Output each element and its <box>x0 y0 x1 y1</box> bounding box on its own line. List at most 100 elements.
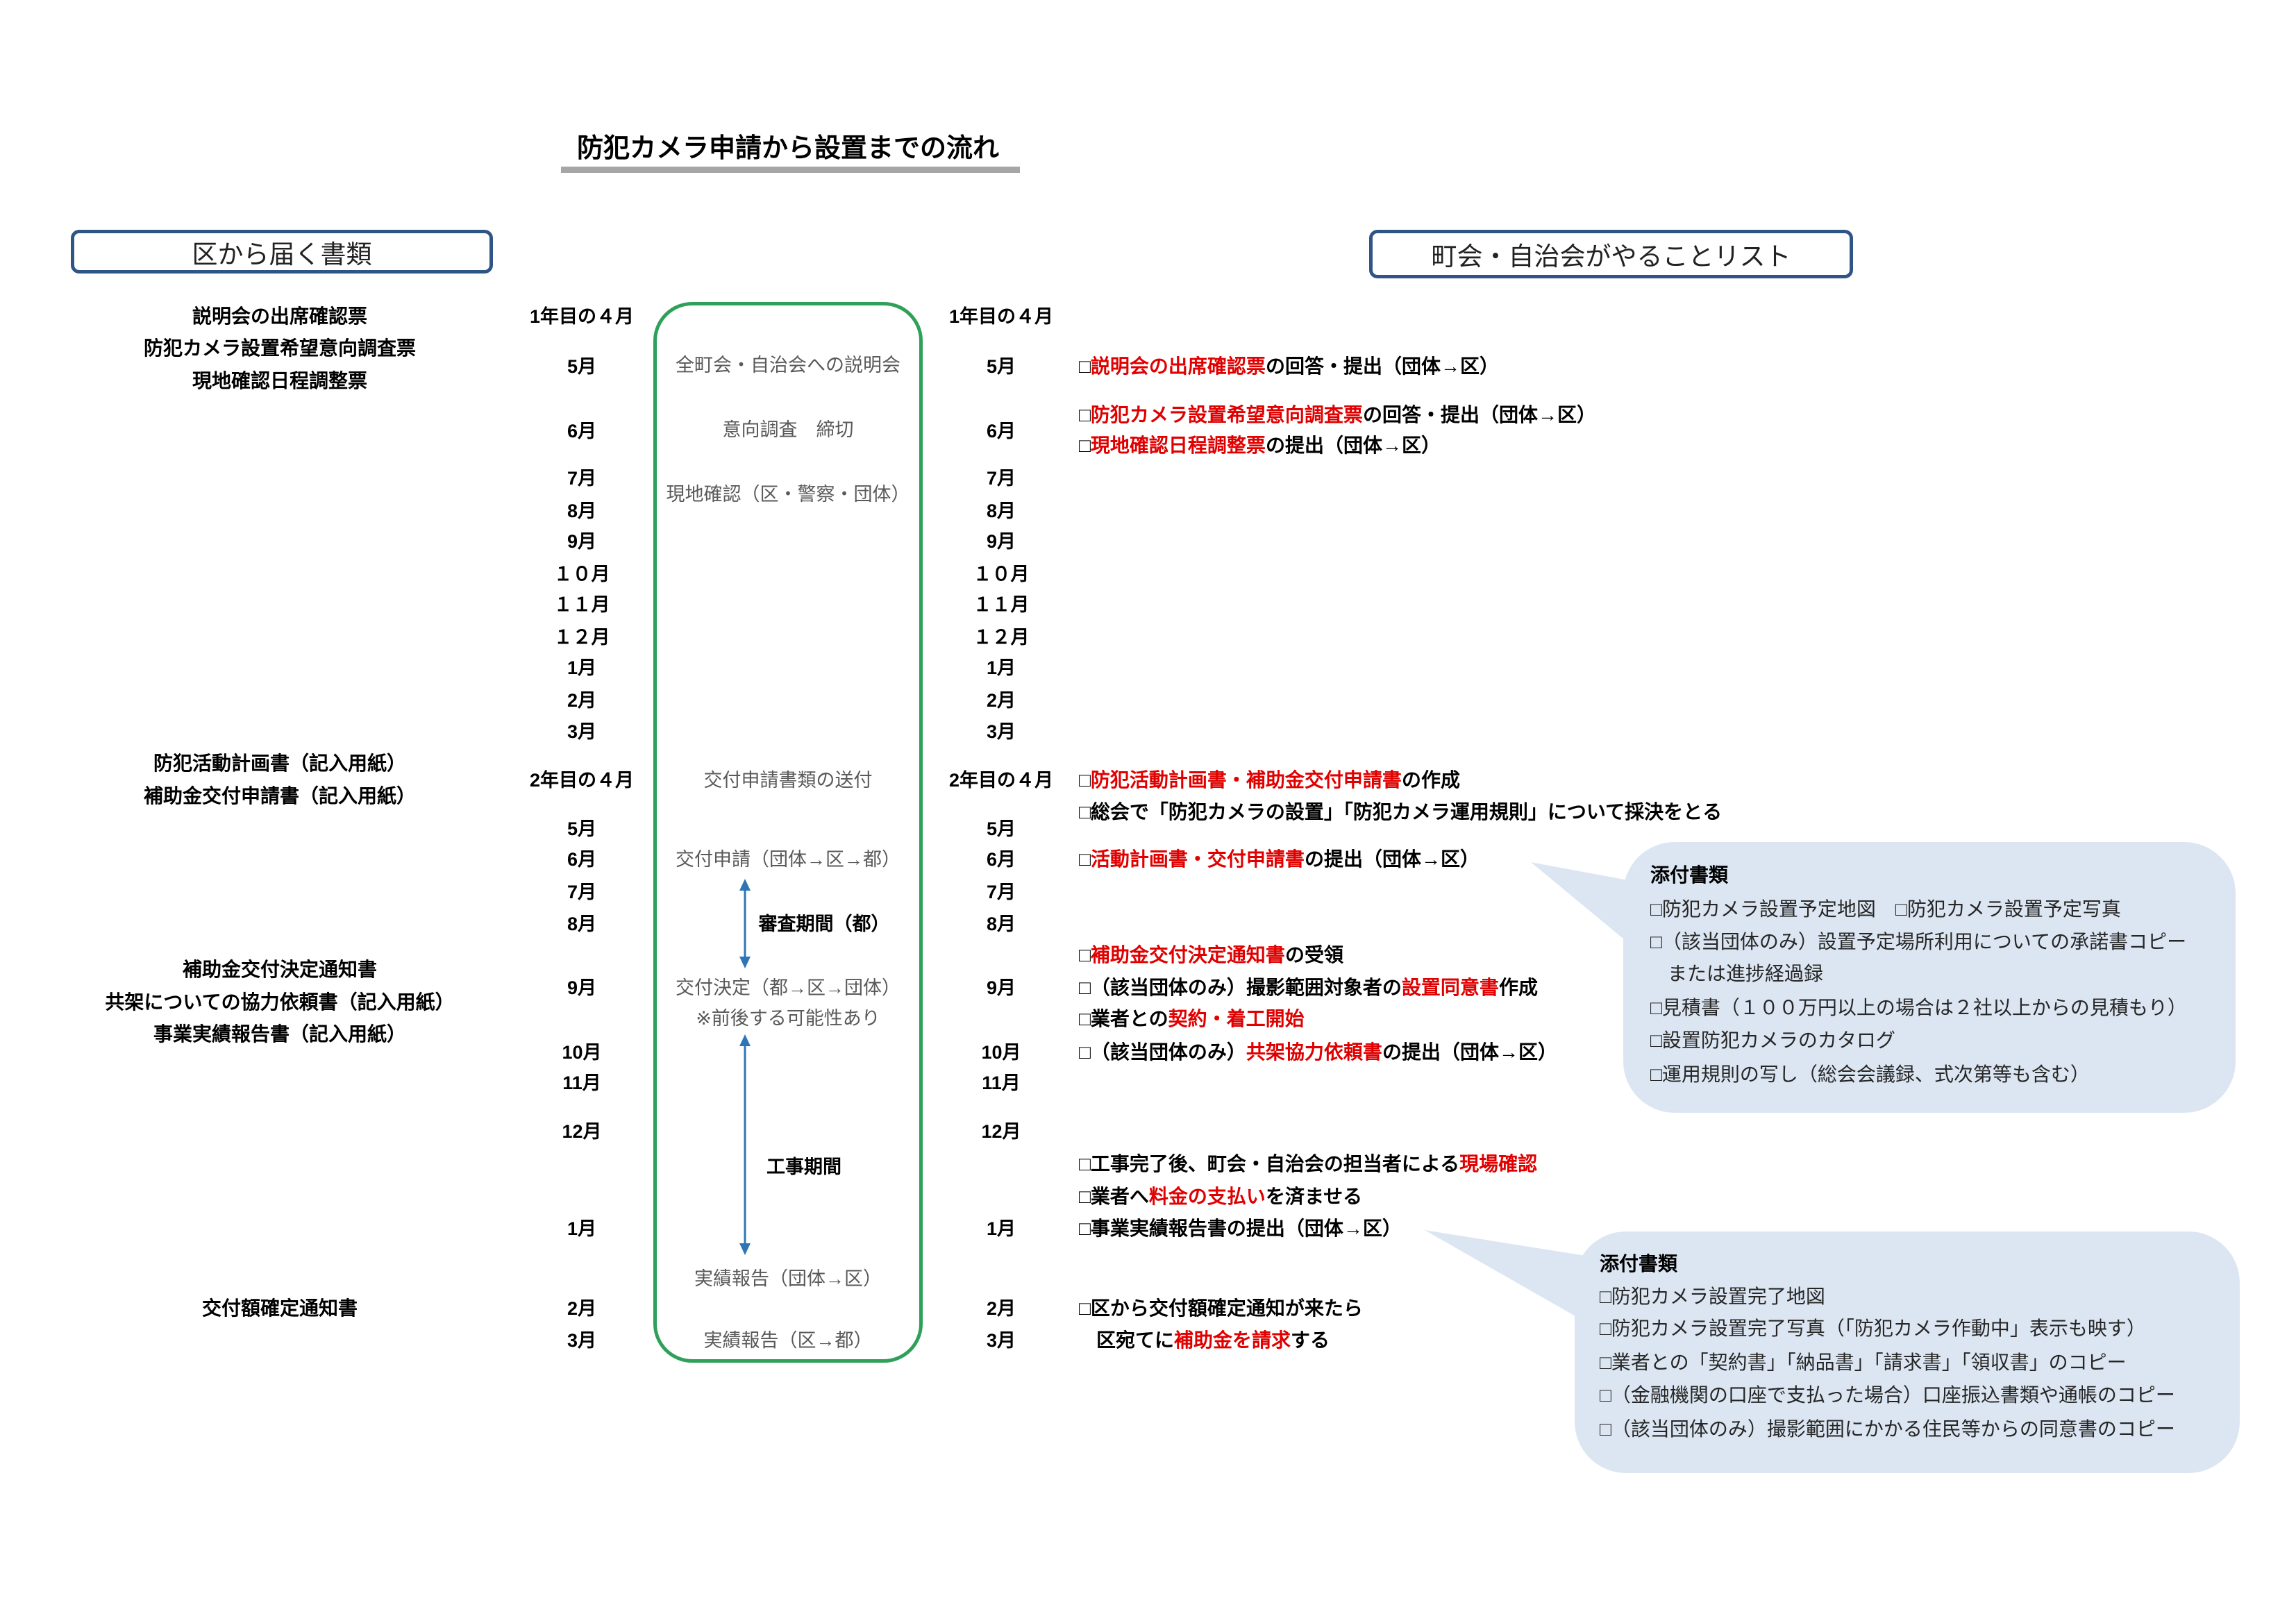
callout-tail-report-attachments <box>1425 1230 1590 1325</box>
todo-highlight: 契約・着工開始 <box>1168 1008 1305 1029</box>
todo-item: □現地確認日程調整票の提出（団体→区） <box>1079 432 1441 460</box>
month-label: 6月 <box>567 421 597 442</box>
month-label: 1月 <box>567 657 597 678</box>
todo-text: □業者との <box>1079 1008 1168 1029</box>
todo-text: □（該当団体のみ） <box>1079 1041 1246 1063</box>
month-label: 5月 <box>986 818 1016 839</box>
month-label: 5月 <box>567 818 597 839</box>
month-label: 1年目の４月 <box>529 306 635 327</box>
attachment-item: □業者との「契約書」「納品書」「請求書」「領収書」のコピー <box>1600 1352 2127 1373</box>
todo-text: □（該当団体のみ）撮影範囲対象者の <box>1079 977 1402 998</box>
month-label: 8月 <box>567 501 597 521</box>
todo-highlight: 現場確認 <box>1459 1153 1538 1175</box>
todo-text: □ <box>1079 944 1091 966</box>
attachment-item: □防犯カメラ設置完了地図 <box>1600 1286 1825 1307</box>
month-label: 6月 <box>986 849 1016 870</box>
ward-document: 補助金交付申請書（記入用紙） <box>143 785 416 807</box>
todo-text: 作成 <box>1498 977 1538 998</box>
todo-text: □業者へ <box>1079 1186 1149 1207</box>
month-label: 3月 <box>567 1330 597 1351</box>
title-underline <box>561 167 1020 173</box>
flow-step: 交付決定（都→区→団体） <box>676 977 900 998</box>
month-label: 11月 <box>562 1073 601 1093</box>
flow-note: ※前後する可能性あり <box>696 1008 880 1029</box>
ward-document: 防犯活動計画書（記入用紙） <box>153 752 406 774</box>
todo-text: の提出（団体→区） <box>1382 1041 1557 1063</box>
month-label: 8月 <box>986 914 1016 934</box>
todo-highlight: 設置同意書 <box>1401 977 1499 998</box>
attachments-heading: 添付書類 <box>1600 1253 1678 1275</box>
month-label: 2月 <box>567 690 597 711</box>
month-label: 5月 <box>567 356 597 377</box>
todo-text: □ <box>1079 404 1091 426</box>
todo-item-continuation: 区宛てに補助金を請求する <box>1096 1327 1330 1354</box>
month-label: 12月 <box>981 1121 1021 1142</box>
month-label: 2月 <box>986 1298 1016 1319</box>
attachments-heading: 添付書類 <box>1650 864 1729 886</box>
todo-text: 区宛てに <box>1096 1329 1175 1351</box>
attachment-item: □（該当団体のみ）撮影範囲にかかる住民等からの同意書のコピー <box>1600 1418 2175 1440</box>
ward-document: 共架についての協力依頼書（記入用紙） <box>105 991 455 1013</box>
month-label: 9月 <box>986 531 1016 552</box>
todo-item: □説明会の出席確認票の回答・提出（団体→区） <box>1079 353 1499 380</box>
attachment-item: □運用規則の写し（総会会議録、式次第等も含む） <box>1650 1063 2090 1085</box>
month-label: 10月 <box>981 1042 1021 1063</box>
month-label: １０月 <box>553 564 610 585</box>
todo-item: □工事完了後、町会・自治会の担当者による現場確認 <box>1079 1150 1537 1178</box>
todo-highlight: 防犯活動計画書・補助金交付申請書 <box>1090 769 1402 791</box>
flow-step: 交付申請書類の送付 <box>703 770 873 791</box>
todo-text: の提出（団体→区） <box>1265 435 1441 456</box>
month-label: 3月 <box>986 721 1016 742</box>
todo-text: の回答・提出（団体→区） <box>1265 355 1499 377</box>
attachment-item: □見積書（１００万円以上の場合は２社以上からの見積もり） <box>1650 997 2187 1018</box>
month-label: 1年目の４月 <box>948 306 1054 327</box>
todo-item: □総会で「防犯カメラの設置」「防犯カメラ運用規則」について採決をとる <box>1079 798 1722 826</box>
month-label: 2年目の４月 <box>529 770 635 791</box>
month-label: １１月 <box>973 594 1030 615</box>
flow-step: 実績報告（団体→区） <box>694 1268 882 1289</box>
report-attachments-callout <box>1575 1231 2240 1473</box>
todo-text: の回答・提出（団体→区） <box>1362 404 1596 426</box>
review-period-label: 審査期間（都） <box>758 914 890 934</box>
month-label: １２月 <box>553 627 610 648</box>
todo-highlight: 防犯カメラ設置希望意向調査票 <box>1090 404 1363 426</box>
month-label: 11月 <box>982 1073 1021 1093</box>
todo-text: の受領 <box>1284 944 1343 966</box>
todo-item: □防犯活動計画書・補助金交付申請書の作成 <box>1079 766 1460 794</box>
construction-period-label: 工事期間 <box>766 1157 841 1177</box>
month-label: 7月 <box>986 882 1016 902</box>
month-label: 3月 <box>986 1330 1016 1351</box>
month-label: 10月 <box>562 1042 602 1063</box>
month-label: １１月 <box>553 594 610 615</box>
flow-timeline-box <box>653 302 923 1363</box>
attachment-item-continuation: または進捗経過録 <box>1668 963 1824 984</box>
month-label: 1月 <box>986 1218 1016 1239</box>
month-label: 9月 <box>986 977 1016 998</box>
construction-period-arrow-head-down <box>739 1243 751 1255</box>
flow-step: 交付申請（団体→区→都） <box>676 849 900 870</box>
ward-document: 補助金交付決定通知書 <box>182 959 377 980</box>
month-label: 5月 <box>986 356 1016 377</box>
month-label: 1月 <box>567 1218 597 1239</box>
todo-highlight: 補助金を請求 <box>1174 1329 1291 1351</box>
todo-item: □事業実績報告書の提出（団体→区） <box>1079 1215 1402 1243</box>
month-label: 3月 <box>567 721 597 742</box>
review-period-arrow-head-down <box>739 957 751 968</box>
todo-item: □活動計画書・交付申請書の提出（団体→区） <box>1079 846 1480 873</box>
attachment-item: □防犯カメラ設置完了写真（「防犯カメラ作動中」表示も映す） <box>1600 1318 2146 1339</box>
todo-text: □ <box>1079 355 1091 377</box>
ward-documents-header: 区から届く書類 <box>71 230 493 274</box>
association-todo-header: 町会・自治会がやることリスト <box>1369 230 1853 278</box>
attachment-item: □設置防犯カメラのカタログ <box>1650 1029 1895 1051</box>
todo-text: □ <box>1079 769 1091 791</box>
todo-text: □総会で「防犯カメラの設置」「防犯カメラ運用規則」について採決をとる <box>1079 801 1723 823</box>
ward-document: 交付額確定通知書 <box>201 1297 358 1319</box>
todo-item: □区から交付額確定通知が来たら <box>1079 1295 1363 1322</box>
month-label: 8月 <box>986 501 1016 521</box>
month-label: 1月 <box>986 657 1016 678</box>
month-label: 7月 <box>567 882 597 902</box>
month-label: 7月 <box>567 468 597 489</box>
month-label: 6月 <box>986 421 1016 442</box>
month-label: 12月 <box>562 1121 602 1142</box>
month-label: 6月 <box>567 849 597 870</box>
